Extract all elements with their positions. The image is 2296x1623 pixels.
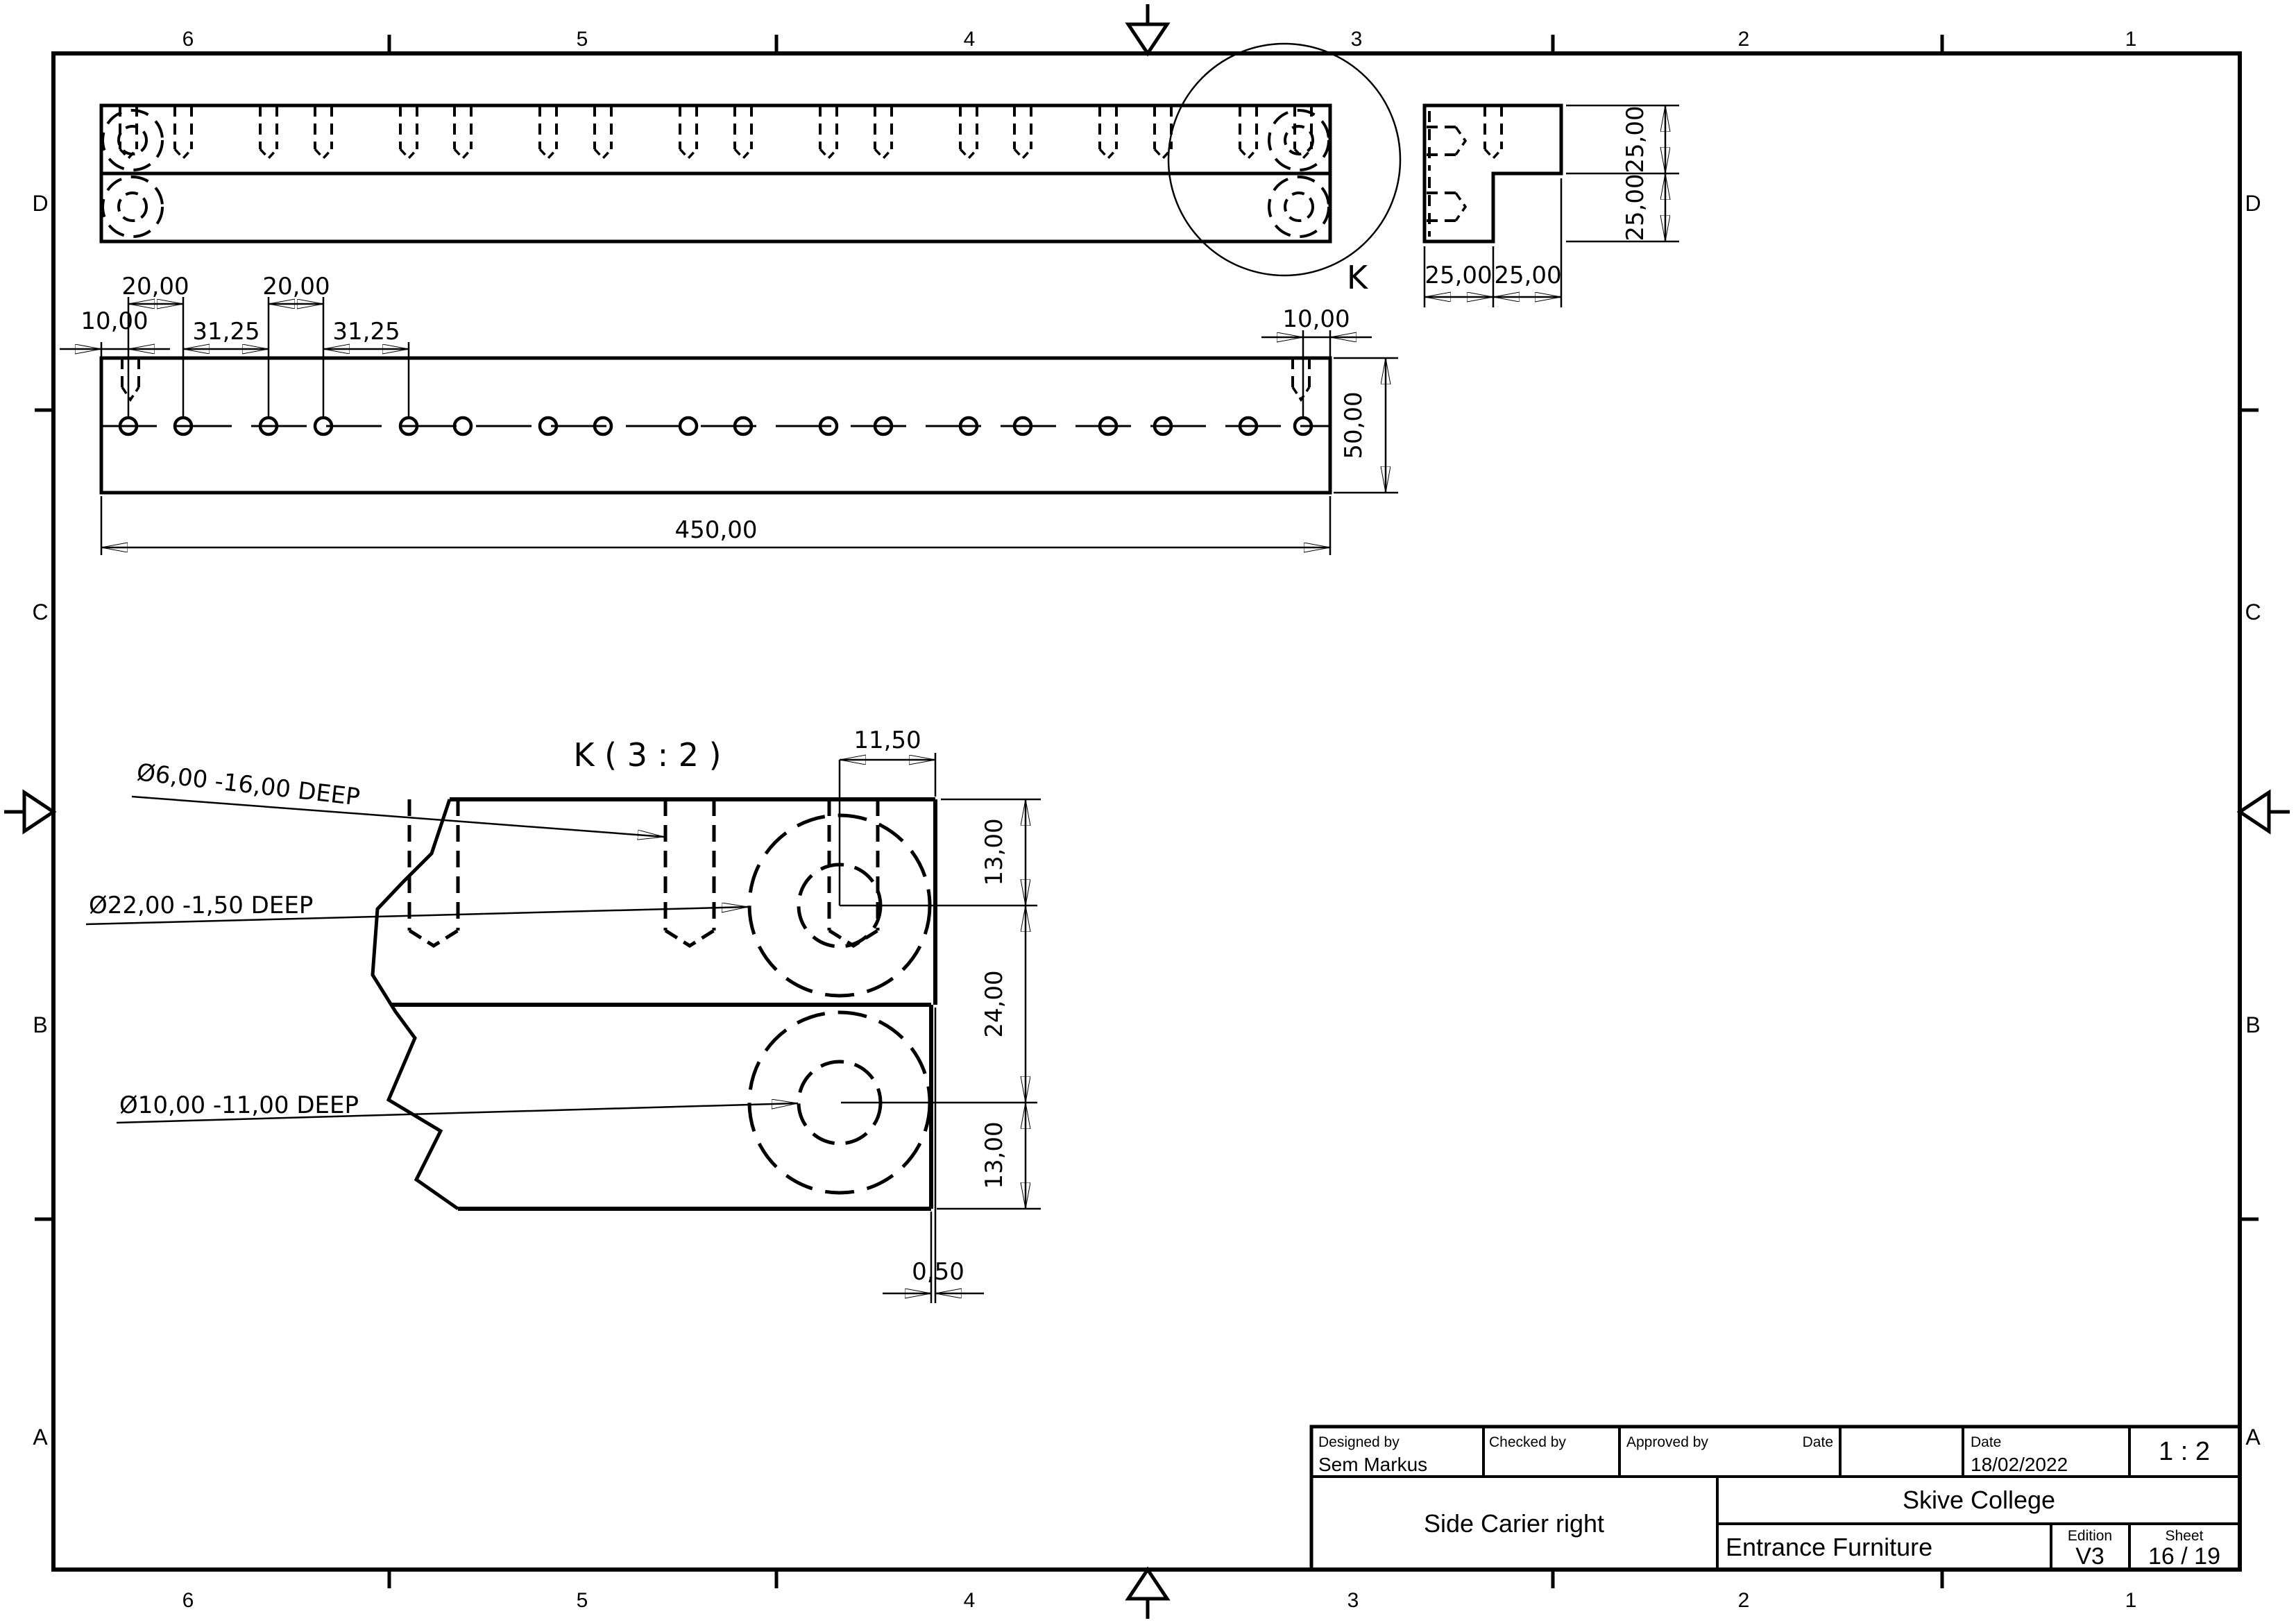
zone-ticks bbox=[35, 35, 2259, 1588]
front-view-dimensions: 20,00 20,00 31,25 31,25 10,00 10,00 450,… bbox=[60, 273, 1386, 547]
zone-top-5: 5 bbox=[577, 28, 588, 51]
zone-bottom-3: 3 bbox=[1347, 1589, 1359, 1612]
zone-labels-left: D C B A bbox=[32, 191, 48, 1450]
detail-circle-label: K bbox=[1347, 259, 1369, 296]
center-mark-left bbox=[4, 789, 57, 835]
center-mark-right bbox=[2236, 789, 2290, 835]
end-view: 25,00 25,00 25,00 25,00 bbox=[1422, 103, 1679, 307]
zone-right-d: D bbox=[2245, 191, 2261, 216]
center-mark-top bbox=[1125, 4, 1171, 57]
dim-10-right: 10,00 bbox=[1282, 305, 1350, 333]
detail-hidden-holes bbox=[409, 799, 930, 1193]
zone-top-1: 1 bbox=[2125, 28, 2137, 51]
zone-labels-right: D C B A bbox=[2245, 191, 2261, 1450]
title-block-outline bbox=[1309, 1425, 2242, 1572]
dim-24: 24,00 bbox=[980, 970, 1008, 1037]
company-name: Skive College bbox=[1903, 1486, 2055, 1514]
edition-label: Edition bbox=[2068, 1528, 2112, 1544]
front-view-hidden-slots bbox=[121, 357, 1311, 401]
detail-view-k: K ( 3 : 2 ) 11,50 bbox=[85, 726, 1041, 1303]
center-mark-bottom bbox=[1125, 1566, 1171, 1619]
zone-bottom-1: 1 bbox=[2125, 1589, 2137, 1612]
zone-top-6: 6 bbox=[182, 28, 194, 51]
dim-13-bottom: 13,00 bbox=[980, 1121, 1008, 1189]
title-block-grid bbox=[1311, 1427, 2240, 1570]
leader-hole-10 bbox=[116, 1103, 798, 1124]
zone-right-c: C bbox=[2245, 600, 2261, 624]
zone-bottom-6: 6 bbox=[182, 1589, 194, 1612]
note-hole-22: Ø22,00 -1,50 DEEP bbox=[89, 892, 313, 919]
leader-hole-22 bbox=[85, 907, 748, 926]
date-value: 18/02/2022 bbox=[1971, 1454, 2068, 1475]
end-view-dimensions: 25,00 25,00 25,00 25,00 bbox=[1425, 105, 1665, 297]
zone-labels-bottom: 6 5 4 3 2 1 bbox=[182, 1589, 2137, 1612]
sheet-frame: 6 5 4 3 2 1 6 5 4 3 2 1 D C B A D C B A bbox=[4, 4, 2290, 1619]
dim-1150: 11,50 bbox=[853, 726, 921, 754]
zone-right-b: B bbox=[2245, 1012, 2260, 1037]
dim-3125-2: 31,25 bbox=[332, 318, 400, 346]
end-view-outline bbox=[1422, 103, 1563, 244]
dim-10-left: 10,00 bbox=[80, 307, 148, 335]
dim-50: 50,00 bbox=[1340, 391, 1368, 459]
top-view-hidden-holes bbox=[119, 104, 1313, 160]
zone-bottom-2: 2 bbox=[1738, 1589, 1750, 1612]
break-line bbox=[371, 799, 459, 1211]
zone-top-2: 2 bbox=[1738, 28, 1750, 51]
zone-left-d: D bbox=[32, 191, 48, 216]
zone-left-a: A bbox=[33, 1425, 48, 1450]
dim-450: 450,00 bbox=[675, 516, 758, 544]
drawing-border bbox=[51, 51, 2242, 1572]
front-view: 20,00 20,00 31,25 31,25 10,00 10,00 450,… bbox=[60, 273, 1398, 555]
date-label-approved: Date bbox=[1803, 1434, 1833, 1450]
dim-050: 0,50 bbox=[912, 1258, 964, 1286]
detail-title: K ( 3 : 2 ) bbox=[573, 736, 721, 774]
note-hole-6: Ø6,00 -16,00 DEEP bbox=[135, 758, 362, 811]
dim-25-w1: 25,00 bbox=[1425, 262, 1492, 289]
zone-top-4: 4 bbox=[964, 28, 976, 51]
designed-by-value: Sem Markus bbox=[1318, 1454, 1427, 1475]
scale-value: 1 : 2 bbox=[2159, 1437, 2210, 1466]
edition-value: V3 bbox=[2075, 1543, 2104, 1570]
top-view: K bbox=[99, 42, 1402, 296]
dim-13-top: 13,00 bbox=[980, 818, 1008, 885]
dim-20-1: 20,00 bbox=[121, 273, 189, 300]
date-label: Date bbox=[1971, 1434, 2001, 1450]
leader-hole-6 bbox=[131, 795, 664, 837]
project-name: Entrance Furniture bbox=[1726, 1533, 1932, 1561]
designed-by-label: Designed by bbox=[1318, 1434, 1400, 1450]
sheet-value: 16 / 19 bbox=[2148, 1543, 2220, 1570]
detail-circle-k bbox=[1167, 42, 1402, 277]
dim-20-2: 20,00 bbox=[262, 273, 330, 300]
sheet-label: Sheet bbox=[2166, 1528, 2204, 1544]
zone-top-3: 3 bbox=[1351, 28, 1363, 51]
zone-bottom-4: 4 bbox=[964, 1589, 976, 1612]
zone-right-a: A bbox=[2245, 1425, 2261, 1450]
detail-dimensions: 11,50 13,00 24,00 13,00 0,50 bbox=[840, 726, 1026, 1293]
approved-by-label: Approved by bbox=[1626, 1434, 1708, 1450]
detail-outline bbox=[371, 797, 937, 1211]
dim-3125-1: 31,25 bbox=[192, 318, 260, 346]
zone-left-c: C bbox=[32, 600, 48, 624]
dim-25-w2: 25,00 bbox=[1494, 262, 1561, 289]
checked-by-label: Checked by bbox=[1489, 1434, 1566, 1450]
zone-bottom-5: 5 bbox=[577, 1589, 588, 1612]
zone-labels-top: 6 5 4 3 2 1 bbox=[182, 28, 2137, 51]
part-title: Side Carier right bbox=[1424, 1509, 1604, 1538]
dim-25-h2: 25,00 bbox=[1622, 173, 1649, 241]
title-block: Designed by Sem Markus Checked by Approv… bbox=[1309, 1425, 2242, 1572]
dim-25-h1: 25,00 bbox=[1622, 105, 1649, 173]
note-hole-10: Ø10,00 -11,00 DEEP bbox=[119, 1091, 359, 1119]
detail-centerlines bbox=[838, 753, 1041, 1303]
end-view-hidden-lines bbox=[1427, 105, 1503, 237]
detail-hole-notes: Ø6,00 -16,00 DEEP Ø22,00 -1,50 DEEP Ø10,… bbox=[85, 758, 798, 1124]
zone-left-b: B bbox=[33, 1012, 47, 1037]
